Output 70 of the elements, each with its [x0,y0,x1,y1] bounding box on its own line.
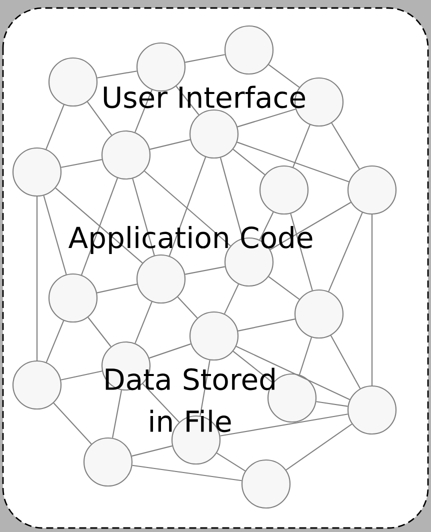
circle-node [136,254,186,304]
circle-node [224,25,274,75]
layer-label: Data Stored in File [106,368,274,432]
connector-line [316,401,348,407]
connector-line [259,212,274,240]
circle-node [241,459,291,509]
connector-line [290,213,313,291]
connector-line [46,320,64,363]
connector-line [86,102,112,136]
connector-line [55,188,143,264]
connector-line [132,445,172,457]
connector-line [330,335,361,389]
circle-node [48,273,98,323]
connector-line [220,414,348,436]
circle-node [83,437,133,487]
connector-line [328,212,363,292]
connector-line [134,90,152,132]
connector-line [176,86,200,116]
connector-line [142,383,180,423]
connector-line [292,124,310,168]
connector-line [144,170,231,246]
connector-line [149,343,191,359]
connector-line [232,148,266,176]
connector-line [268,276,300,300]
connector-line [236,142,350,182]
connector-line [60,370,102,380]
connector-line [371,214,373,386]
connector-line [88,317,112,347]
circle-node [189,109,239,159]
circle-node [347,385,397,435]
circle-node [347,165,397,215]
circle-node [101,130,151,180]
connector-line [36,196,38,360]
connector-line [46,104,64,150]
connector-line [132,464,242,482]
circle-node [48,57,98,107]
connector-line [216,452,246,472]
layer-label: Application Code [68,226,312,254]
connector-line [286,424,352,470]
connector-line [224,284,239,314]
circle-node [259,165,309,215]
connector-line [97,70,137,78]
connector-line [299,337,312,375]
circle-node [189,311,239,361]
circle-node [294,289,344,339]
connector-line [185,266,225,275]
connector-line [61,159,102,168]
circle-node [12,147,62,197]
connector-line [220,158,244,238]
connector-line [150,139,190,150]
connector-line [53,402,92,444]
layer-label: User Interface [104,86,305,108]
connector-line [237,108,296,128]
connector-line [96,284,138,294]
connector-line [134,302,152,344]
circle-node [12,360,62,410]
connector-line [236,346,350,400]
connector-line [331,122,360,170]
connector-line [185,54,225,63]
connector-line [177,296,198,318]
connector-line [238,318,296,332]
connector-line [112,390,122,438]
connector-line [268,64,300,88]
connector-line [270,202,352,250]
connector-line [43,195,67,275]
connector-line [132,178,155,256]
connector-line [81,178,118,276]
connector-line [200,360,210,416]
connector-line [168,156,206,256]
connector-line [232,350,274,384]
